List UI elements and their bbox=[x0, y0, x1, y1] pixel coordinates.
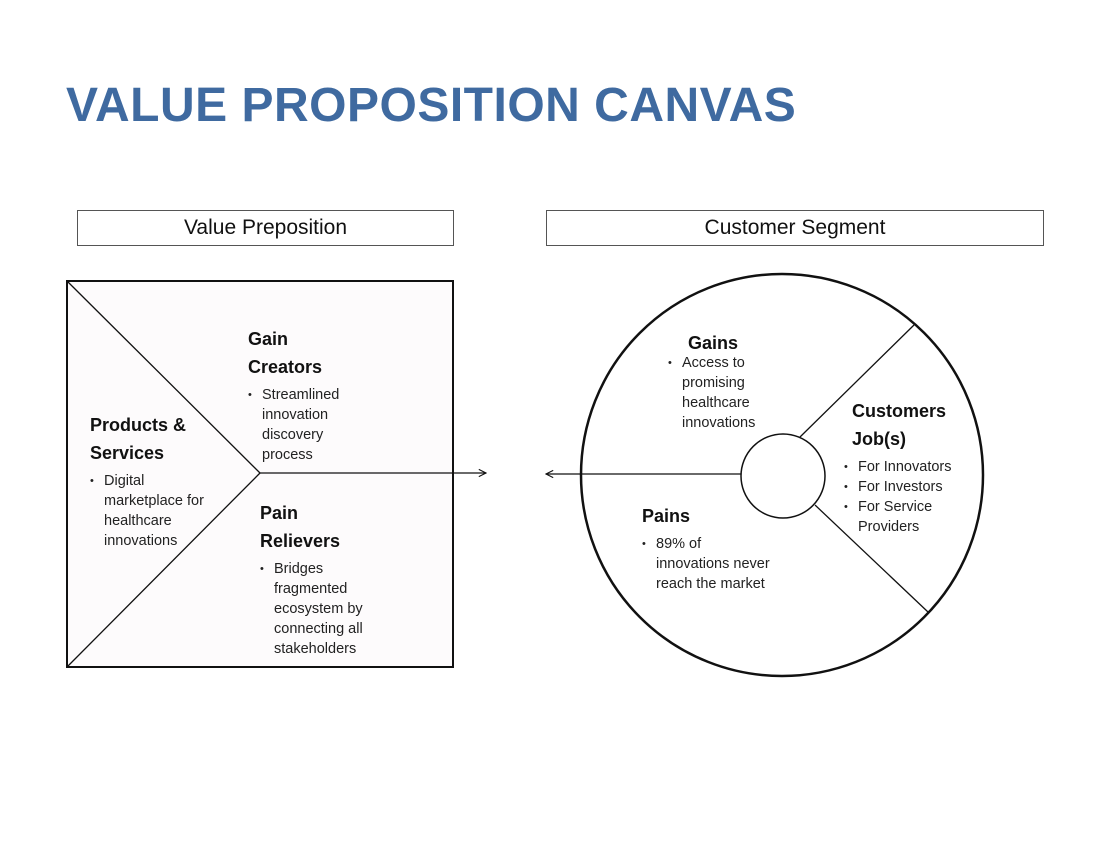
gain-creators-list: Streamlined innovation discovery process bbox=[248, 385, 378, 465]
square-diagonal-top bbox=[66, 280, 261, 474]
list-item: 89% of innovations never reach the marke… bbox=[642, 534, 770, 594]
gain-creators-heading: Gain Creators bbox=[248, 325, 378, 381]
pain-relievers-block: Pain Relievers Bridges fragmented ecosys… bbox=[260, 499, 390, 659]
customer-jobs-block: Customers Job(s) For Innovators For Inve… bbox=[844, 397, 974, 537]
customer-jobs-list: For Innovators For Investors For Service… bbox=[844, 457, 974, 537]
customer-jobs-heading-line2: Job(s) bbox=[852, 429, 906, 449]
gain-creators-block: Gain Creators Streamlined innovation dis… bbox=[248, 325, 378, 465]
list-item: Streamlined innovation discovery process bbox=[248, 385, 362, 465]
list-item: Bridges fragmented ecosystem by connecti… bbox=[260, 559, 376, 659]
gains-block: Gains Access to promising healthcare inn… bbox=[668, 329, 788, 433]
list-item: For Innovators bbox=[844, 457, 974, 477]
products-services-heading-line2: Services bbox=[90, 443, 165, 463]
products-services-list: Digital marketplace for healthcare innov… bbox=[90, 471, 220, 551]
pains-heading: Pains bbox=[642, 506, 691, 526]
customer-segment-label-text: Customer Segment bbox=[704, 216, 886, 239]
circle-divider-upper bbox=[799, 324, 915, 438]
square-diagonal-bottom bbox=[66, 472, 261, 668]
pains-list: 89% of innovations never reach the marke… bbox=[642, 534, 782, 594]
pains-block: Pains 89% of innovations never reach the… bbox=[642, 502, 782, 594]
list-item: For Investors bbox=[844, 477, 974, 497]
value-proposition-label: Value Preposition bbox=[77, 210, 454, 246]
circle-divider-lower bbox=[814, 504, 929, 613]
pain-relievers-list: Bridges fragmented ecosystem by connecti… bbox=[260, 559, 390, 659]
gains-heading: Gains bbox=[688, 333, 739, 353]
customer-jobs-heading: Customers Job(s) bbox=[852, 397, 974, 453]
products-services-block: Products & Services Digital marketplace … bbox=[90, 411, 220, 551]
gains-list: Access to promising healthcare innovatio… bbox=[668, 353, 788, 433]
gain-creators-heading-line1: Gain bbox=[248, 329, 289, 349]
list-item: Access to promising healthcare innovatio… bbox=[668, 353, 778, 433]
products-services-heading-line1: Products & bbox=[90, 415, 187, 435]
list-item: Digital marketplace for healthcare innov… bbox=[90, 471, 206, 551]
value-proposition-label-text: Value Preposition bbox=[183, 216, 348, 239]
pain-relievers-heading-line2: Relievers bbox=[260, 531, 341, 551]
products-services-heading: Products & Services bbox=[90, 411, 220, 467]
gain-creators-heading-line2: Creators bbox=[248, 357, 323, 377]
customer-segment-label: Customer Segment bbox=[546, 210, 1044, 246]
list-item: For Service Providers bbox=[844, 497, 948, 537]
inner-circle bbox=[740, 433, 826, 519]
pain-relievers-heading: Pain Relievers bbox=[260, 499, 390, 555]
customer-jobs-heading-line1: Customers bbox=[852, 401, 947, 421]
pain-relievers-heading-line1: Pain bbox=[260, 503, 299, 523]
page-title: VALUE PROPOSITION CANVAS bbox=[66, 79, 797, 132]
